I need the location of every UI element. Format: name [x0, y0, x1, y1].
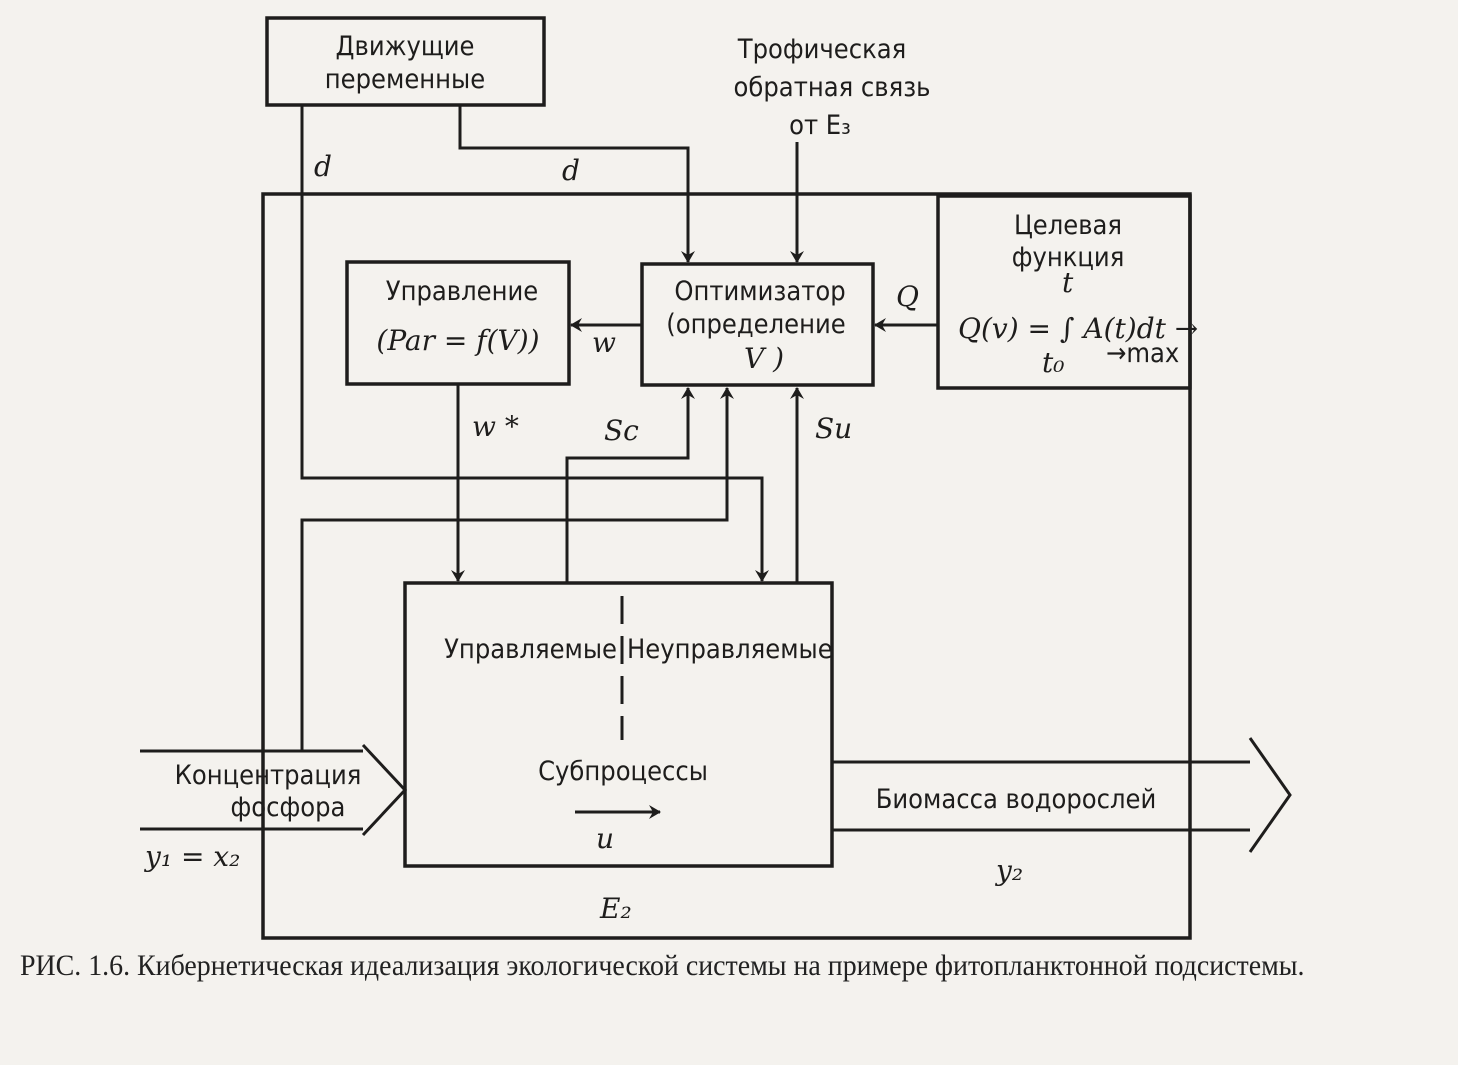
system-e2-box [261, 192, 1192, 940]
output-label: y₂ [994, 854, 1023, 887]
driving-variables-box [265, 16, 546, 107]
sc-arrow [565, 387, 695, 583]
objective-formula: Q(v) = ∫ A(t)dt → [958, 312, 1198, 345]
su-label: Su [815, 412, 852, 445]
integral-lower-limit: t₀ [1042, 346, 1064, 379]
trophic-feedback-line2: обратная связь [734, 72, 931, 103]
driving-variables-line1: Движущие [336, 31, 475, 62]
objective-title-line1: Целевая [1014, 210, 1122, 241]
optimizer-line1: Оптимизатор [674, 276, 845, 307]
trophic-feedback-line3: от E₃ [789, 110, 851, 141]
u-label: u [596, 822, 614, 855]
controlled-label: Управляемые [444, 634, 617, 665]
figure-caption: РИС. 1.6. Кибернетическая идеализация эк… [20, 949, 1305, 982]
optimizer-line2: (определение [666, 309, 845, 340]
control-box-formula: (Par = f(V)) [376, 324, 539, 357]
control-box [345, 260, 571, 386]
biomass-output-arrow [832, 737, 1292, 853]
optimizer-line3: V ) [744, 342, 784, 375]
d-to-optimizer-arrow [458, 105, 695, 263]
system-label: E₂ [599, 892, 632, 925]
phosphorus-input-arrow [140, 743, 408, 837]
d-label-right: d [562, 154, 580, 187]
control-box-title: Управление [386, 276, 538, 307]
trophic-feedback-line1: Трофическая [737, 34, 907, 65]
q-label: Q [896, 280, 919, 313]
w-star-label: w * [472, 410, 519, 443]
uncontrolled-label: Неуправляемые [627, 634, 833, 665]
subprocess-box [403, 581, 834, 868]
output-arrow-label: Биомасса водорослей [876, 784, 1157, 815]
objective-title-line2: функция [1012, 242, 1125, 273]
d-to-subprocess-arrow [300, 105, 769, 582]
input-arrow-line2: фосфора [231, 792, 346, 823]
input-arrow-line1: Концентрация [175, 760, 362, 791]
subprocess-title: Субпроцессы [538, 756, 708, 787]
driving-variables-line2: переменные [325, 64, 485, 95]
input-to-optimizer-arrow [300, 387, 734, 750]
integral-upper-limit: t [1062, 266, 1074, 299]
input-label: y₁ = x₂ [143, 840, 240, 873]
objective-function-box [936, 194, 1192, 390]
objective-max: →max [1106, 338, 1179, 369]
w-label: w [592, 326, 616, 359]
sc-label: Sc [604, 414, 639, 447]
d-label-left: d [314, 150, 332, 183]
